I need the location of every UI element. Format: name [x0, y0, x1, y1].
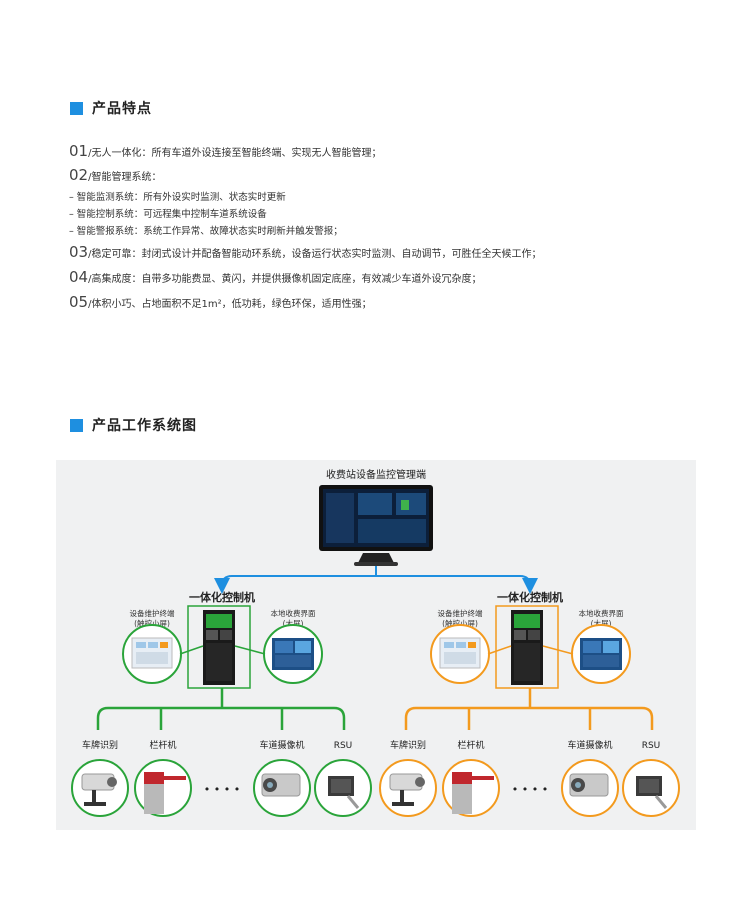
feature-num: 04 [69, 268, 89, 286]
feature-num: 03 [69, 243, 89, 261]
feature-03: 03/稳定可靠：封闭式设计并配备智能动环系统，设备运行状态实时监测、自动调节，可… [69, 243, 541, 261]
feature-text: /稳定可靠：封闭式设计并配备智能动环系统，设备运行状态实时监测、自动调节，可胜任… [88, 249, 542, 260]
controller-frame [495, 605, 559, 689]
feature-num: 05 [69, 293, 89, 311]
subfeature-alarm: – 智能警报系统：系统工作异常、故障状态实时刷新并触发警报； [69, 226, 343, 237]
large-screen-icon [580, 638, 622, 670]
left-group: 一体化控制机 设备维护终端 (触控小屏) 本地收费界面 (大屏) [71, 590, 372, 817]
device-label-barrier: 栏杆机 [149, 739, 176, 751]
subfeature-monitor: – 智能监测系统：所有外设实时监测、状态实时更新 [69, 192, 286, 203]
system-diagram: 收费站设备监控管理端 一体化控制机 设备维护终端 (触控小屏) 本地收费界面 (… [71, 468, 680, 817]
feature-text: /无人一体化：所有车道外设连接至智能终端、实现无人智能管理； [88, 148, 382, 159]
maint-terminal-sub: (触控小屏) [134, 618, 170, 628]
plate-camera-icon [389, 773, 425, 806]
local-ui-label: 本地收费界面 [579, 608, 624, 618]
touch-screen-icon [131, 637, 173, 669]
monitor-icon [319, 485, 433, 566]
lane-camera-icon [261, 773, 301, 797]
diagram-heading-text: 产品工作系统图 [92, 418, 197, 434]
local-ui-sub: (大屏) [283, 618, 304, 628]
diagram-heading: 产品工作系统图 [70, 415, 197, 435]
controller-cabinet-icon [511, 610, 543, 685]
local-ui-label: 本地收费界面 [271, 608, 316, 618]
device-label-plate: 车牌识别 [82, 739, 118, 751]
features-heading: 产品特点 [70, 98, 152, 118]
feature-04: 04/高集成度：自带多功能费显、黄闪，并提供摄像机固定底座，有效减少车道外设冗杂… [69, 268, 481, 286]
controller-cabinet-icon [203, 610, 235, 685]
plate-camera-icon [81, 773, 117, 806]
barrier-gate-icon [452, 772, 494, 814]
local-ui-sub: (大屏) [591, 618, 612, 628]
maint-terminal-sub: (触控小屏) [442, 618, 478, 628]
feature-num: 01 [69, 142, 89, 160]
heading-square-icon [70, 418, 83, 432]
features-heading-text: 产品特点 [92, 101, 152, 117]
right-group: 一体化控制机 设备维护终端 (触控小屏) 本地收费界面 (大屏) [379, 590, 680, 817]
feature-text: /智能管理系统： [88, 172, 162, 183]
feature-num: 02 [69, 166, 89, 184]
controller-label: 一体化控制机 [189, 590, 255, 604]
device-label-rsu: RSU [642, 741, 661, 751]
feature-01: 01/无人一体化：所有车道外设连接至智能终端、实现无人智能管理； [69, 142, 381, 160]
network-link-blue [214, 566, 538, 594]
device-label-rsu: RSU [334, 741, 353, 751]
controller-frame [187, 605, 251, 689]
maint-terminal-label: 设备维护终端 [130, 608, 175, 618]
touch-screen-icon [439, 637, 481, 669]
heading-square-icon [70, 101, 83, 115]
subfeature-control: – 智能控制系统：可远程集中控制车道系统设备 [69, 209, 267, 220]
device-ellipsis: • • • • [512, 783, 548, 796]
controller-label: 一体化控制机 [497, 590, 563, 604]
barrier-gate-icon [144, 772, 186, 814]
device-label-camera: 车道摄像机 [567, 739, 612, 751]
rsu-antenna-icon [636, 776, 668, 809]
maint-terminal-label: 设备维护终端 [438, 608, 483, 618]
device-ellipsis: • • • • [204, 783, 240, 796]
feature-text: /体积小巧、占地面积不足1m²，低功耗，绿色环保，适用性强； [88, 299, 372, 310]
feature-text: /高集成度：自带多功能费显、黄闪，并提供摄像机固定底座，有效减少车道外设冗杂度； [88, 274, 482, 285]
system-diagram-panel: 收费站设备监控管理端 一体化控制机 设备维护终端 (触控小屏) 本地收费界面 (… [56, 460, 696, 830]
lane-camera-icon [569, 773, 609, 797]
monitor-title: 收费站设备监控管理端 [326, 468, 426, 481]
device-label-barrier: 栏杆机 [457, 739, 484, 751]
feature-02: 02/智能管理系统： [69, 166, 161, 184]
rsu-antenna-icon [328, 776, 360, 809]
device-label-camera: 车道摄像机 [259, 739, 304, 751]
large-screen-icon [272, 638, 314, 670]
feature-05: 05/体积小巧、占地面积不足1m²，低功耗，绿色环保，适用性强； [69, 293, 372, 311]
device-label-plate: 车牌识别 [390, 739, 426, 751]
